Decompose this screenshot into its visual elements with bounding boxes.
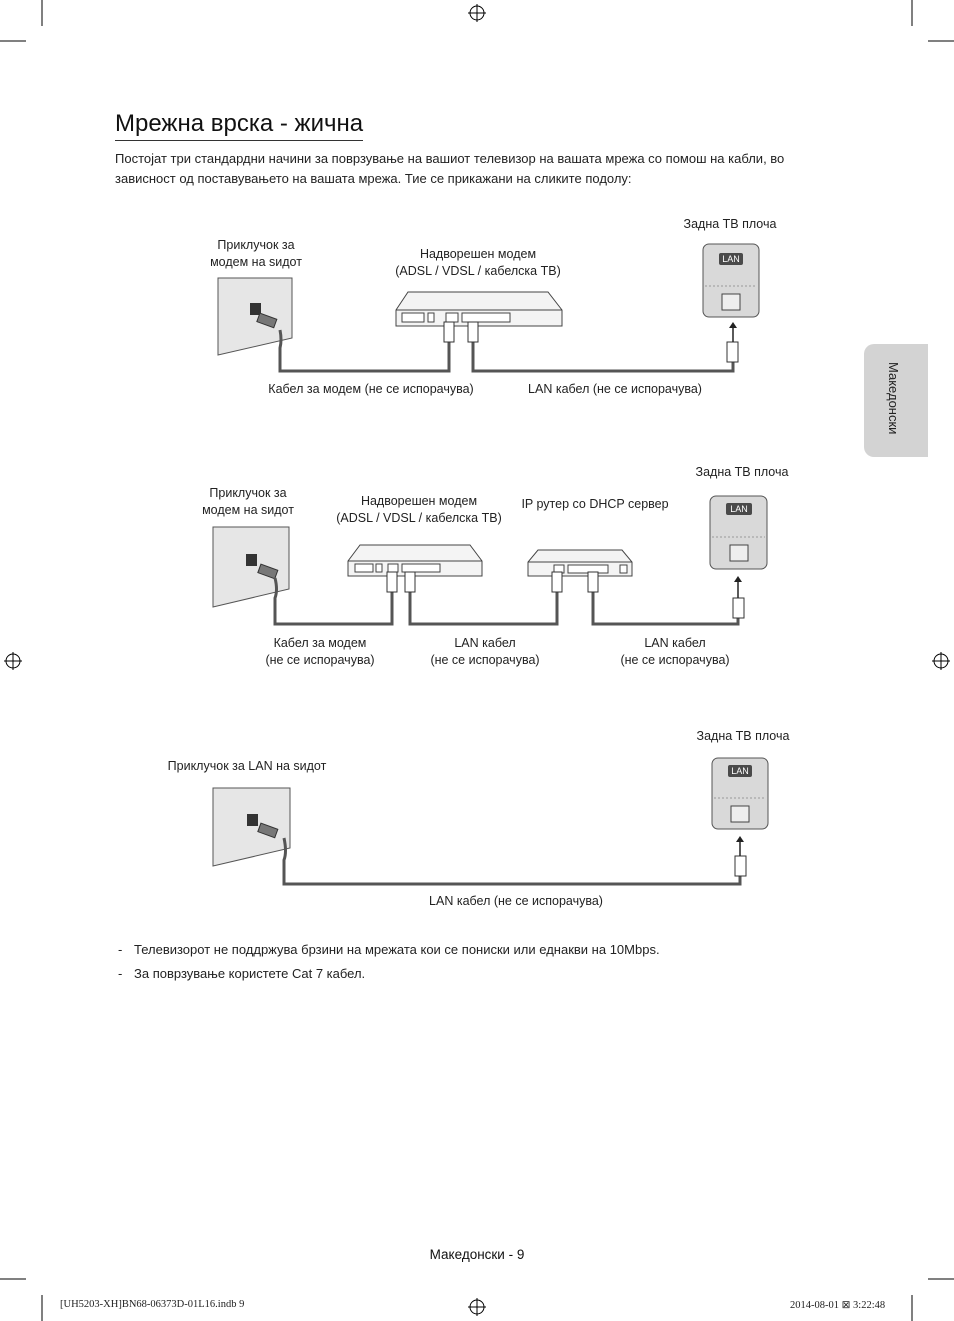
router-device-icon [527, 549, 633, 577]
wall-lan-socket-label: Приклучок за LAN на ѕидот [167, 759, 327, 773]
wall-socket-icon [212, 526, 290, 608]
tv-panel-label: Задна ТВ плоча [683, 217, 777, 231]
modem-label: Надворешен модем(ADSL / VDSL / кабелска … [336, 494, 502, 525]
print-slug-left: [UH5203-XH]BN68-06373D-01L16.indb 9 [60, 1299, 245, 1310]
tv-panel-label: Задна ТВ плоча [696, 729, 790, 743]
lan-port-badge: LAN [730, 504, 748, 514]
lan-port-badge: LAN [731, 766, 749, 776]
tv-panel-icon [711, 757, 769, 830]
intro-paragraph: Постојат три стандардни начини за поврзу… [115, 151, 785, 186]
page-title: Мрежна врска - жична [115, 110, 364, 141]
modem-label: Надворешен модем(ADSL / VDSL / кабелска … [395, 247, 561, 278]
modem-device-icon [347, 544, 483, 577]
router-label: IP рутер со DHCP сервер [521, 497, 669, 511]
modem-device-icon [395, 291, 563, 327]
note-item: -Телевизорот не поддржува брзини на мреж… [118, 942, 660, 957]
modem-cable-label: Кабел за модем (не се испорачува) [268, 382, 474, 396]
wall-socket-icon [217, 277, 293, 356]
tv-panel-icon [709, 495, 768, 570]
lan-cable-label: LAN кабел(не се испорачува) [620, 636, 730, 667]
tv-panel-icon [702, 243, 760, 318]
lan-port-badge: LAN [722, 254, 740, 264]
language-side-tab: Македонски [864, 344, 928, 457]
lan-cable-label: LAN кабел(не се испорачува) [430, 636, 540, 667]
lan-cable-label: LAN кабел (не се испорачува) [528, 382, 702, 396]
lan-cable-label: LAN кабел (не се испорачува) [429, 894, 603, 908]
wall-socket-icon [212, 787, 291, 867]
print-slug-right: 2014-08-01 ⊠ 3:22:48 [790, 1300, 886, 1311]
modem-cable-label: Кабел за модем(не се испорачува) [265, 636, 375, 667]
registration-mark-icon [468, 4, 486, 22]
registration-mark-icon [932, 652, 950, 670]
note-item: -За поврзување користете Cat 7 кабел. [118, 966, 366, 981]
registration-mark-icon [468, 1298, 486, 1316]
registration-mark-icon [4, 652, 22, 670]
page-footer: Македонски - 9 [429, 1247, 525, 1262]
tv-panel-label: Задна ТВ плоча [695, 465, 789, 479]
side-tab-label: Македонски [886, 362, 901, 435]
